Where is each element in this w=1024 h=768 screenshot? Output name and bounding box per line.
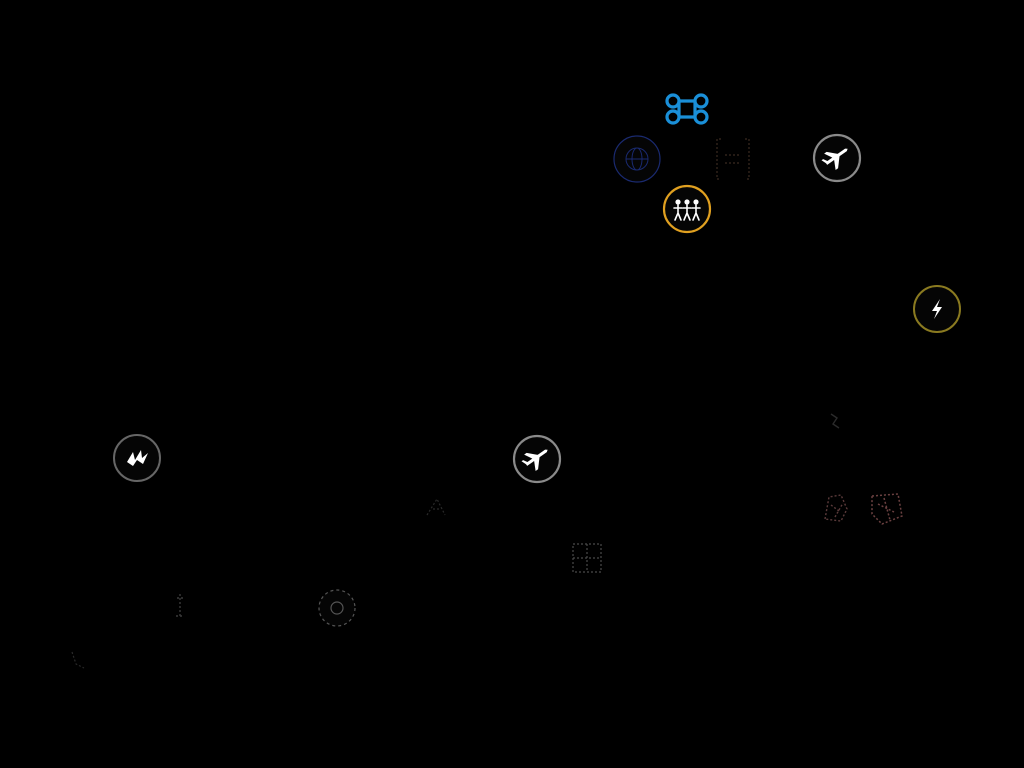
faint-mark-icon[interactable] xyxy=(830,413,840,429)
command-icon[interactable] xyxy=(665,93,709,125)
people-icon-glyph xyxy=(673,199,701,221)
cracked-shape-icon-2[interactable] xyxy=(871,493,903,525)
lightning-icon-glyph xyxy=(932,299,942,319)
airplane-icon-2-glyph xyxy=(521,449,548,471)
cracked-shape-icon-2-glyph xyxy=(871,493,903,525)
cracked-shape-icon-glyph xyxy=(824,494,848,522)
pawn-icon[interactable] xyxy=(176,594,184,617)
gear-icon-glyph xyxy=(330,601,344,615)
people-icon[interactable] xyxy=(662,184,712,234)
airplane-icon-glyph xyxy=(821,148,848,170)
gear-icon-ring xyxy=(318,589,356,627)
cracked-shape-icon[interactable] xyxy=(824,494,848,522)
grid-icon[interactable] xyxy=(572,543,602,573)
splash-icon-glyph xyxy=(127,450,148,466)
airplane-icon[interactable] xyxy=(812,133,862,183)
faint-mark-icon-2[interactable] xyxy=(426,497,446,516)
gate-icon-glyph xyxy=(716,138,750,180)
faint-mark-icon-glyph xyxy=(830,413,840,429)
command-icon-glyph xyxy=(665,93,709,125)
faint-mark-icon-3-glyph xyxy=(71,651,85,669)
globe-icon[interactable] xyxy=(613,135,661,183)
splash-icon[interactable] xyxy=(113,434,161,482)
grid-icon-glyph xyxy=(572,543,602,573)
faint-mark-icon-2-glyph xyxy=(426,497,446,516)
pawn-icon-glyph xyxy=(176,594,184,617)
gate-icon[interactable] xyxy=(716,138,750,180)
airplane-icon-2[interactable] xyxy=(512,434,562,484)
lightning-icon[interactable] xyxy=(913,285,961,333)
faint-mark-icon-3[interactable] xyxy=(71,651,85,669)
gear-icon[interactable] xyxy=(318,589,356,627)
